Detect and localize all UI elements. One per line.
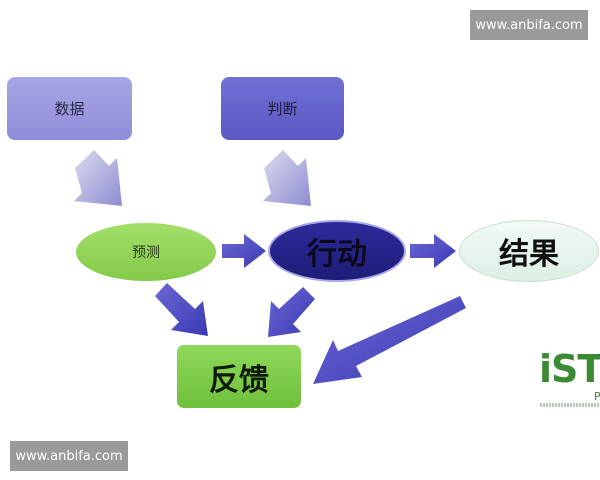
arrow-action-to-feedback (268, 287, 315, 337)
watermark-bottom: www.anbifa.com (10, 441, 128, 471)
node-result: 结果 (459, 220, 599, 282)
logo-sub-text: PA (594, 390, 600, 403)
logo: iSTE PA (534, 347, 600, 409)
node-data-label: 数据 (54, 100, 85, 118)
node-predict-label: 预测 (132, 245, 160, 261)
node-predict: 预测 (76, 223, 216, 281)
watermark-top: www.anbifa.com (470, 10, 588, 40)
node-data: 数据 (7, 77, 132, 140)
node-feedback: 反馈 (177, 345, 301, 408)
node-result-label: 结果 (499, 237, 559, 272)
arrow-data-to-predict (74, 150, 122, 206)
logo-main-text: iSTE (539, 347, 600, 391)
node-judge-label: 判断 (267, 100, 298, 118)
node-judge: 判断 (221, 77, 344, 140)
arrow-predict-to-feedback (155, 283, 208, 336)
node-feedback-label: 反馈 (209, 362, 269, 398)
arrow-predict-to-action (222, 234, 266, 268)
arrow-judge-to-action (263, 150, 311, 206)
node-action: 行动 (268, 220, 406, 282)
arrow-action-to-result (410, 234, 456, 268)
arrow-result-to-feedback (313, 296, 466, 384)
node-action-label: 行动 (307, 237, 367, 272)
logo-fine-print (540, 403, 600, 407)
